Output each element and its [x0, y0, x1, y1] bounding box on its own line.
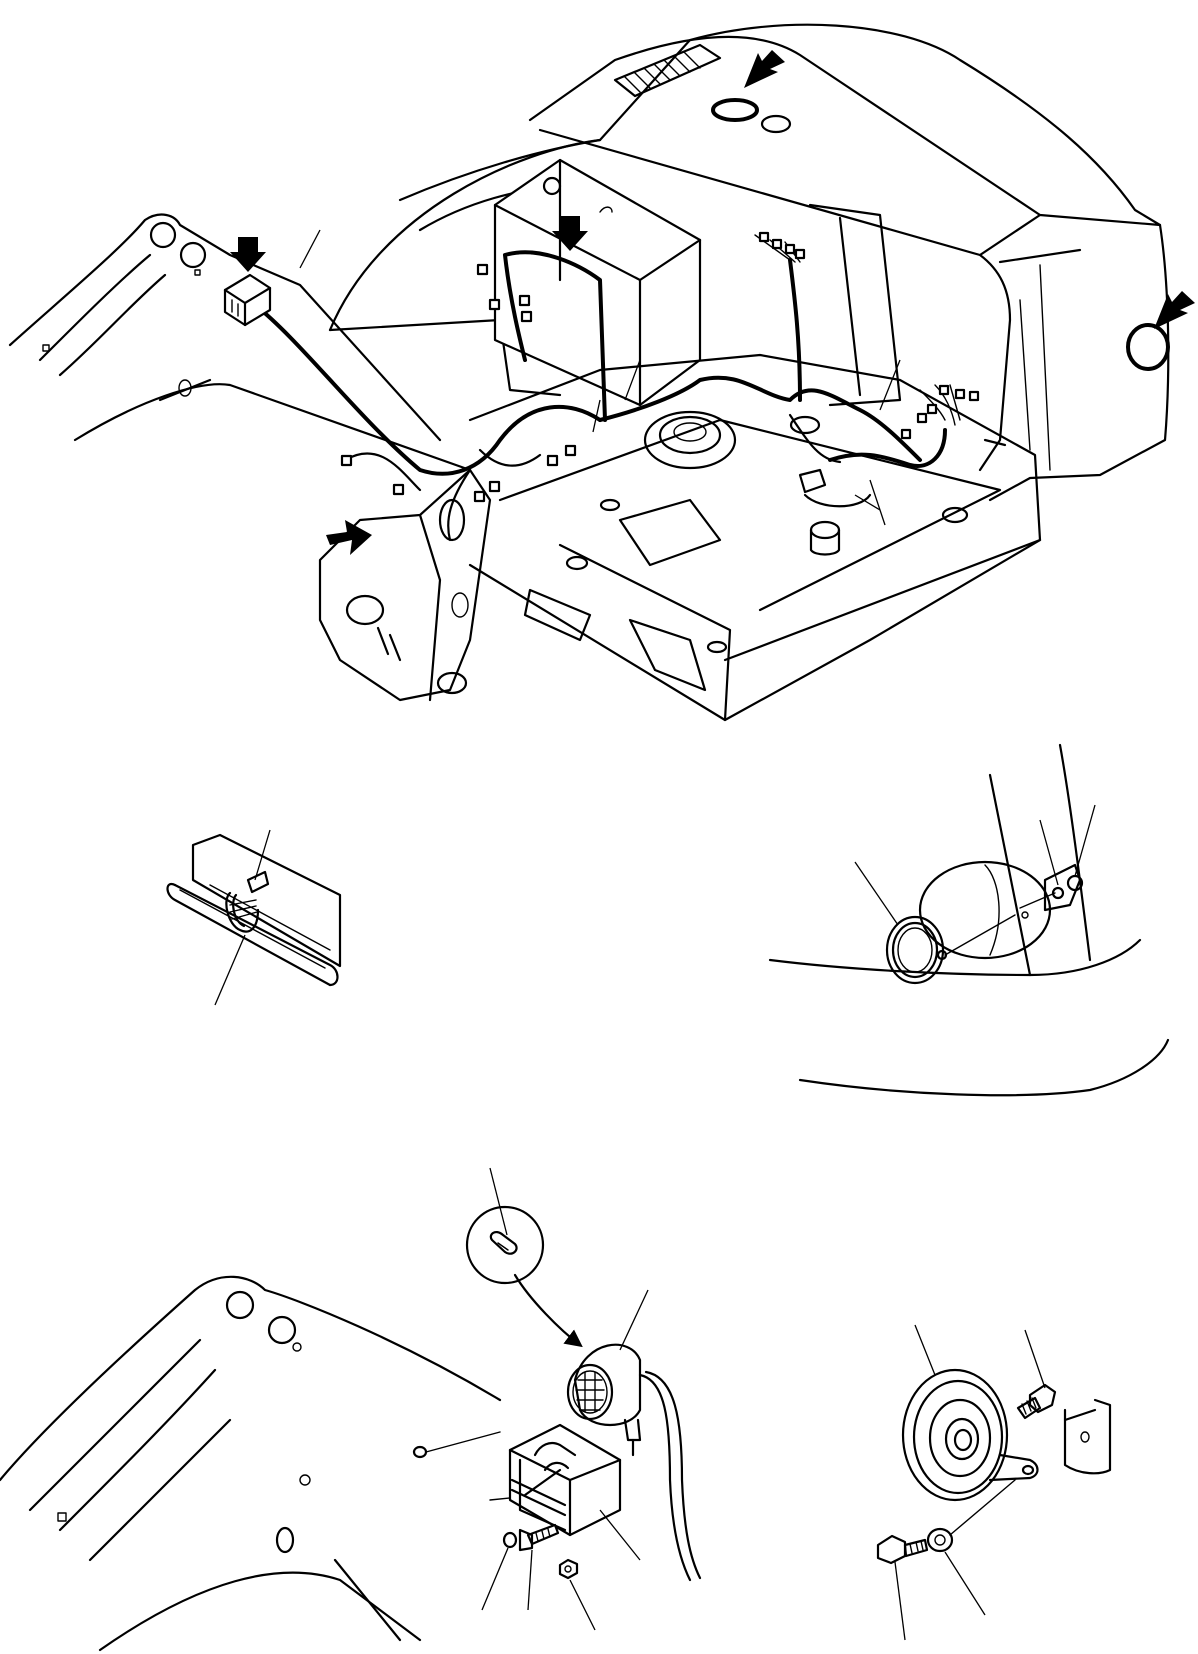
hood-vent: [613, 43, 722, 98]
lamp-detail-view: [0, 1167, 702, 1652]
battery-box: [493, 158, 702, 407]
horn-detail-view: [876, 1324, 1112, 1641]
boom: [8, 213, 472, 472]
engine-hood: [328, 23, 1170, 502]
arrow-icon: [326, 520, 372, 555]
pointer-arrows: [230, 50, 1195, 555]
grommet: [885, 914, 1016, 985]
washer: [502, 1531, 518, 1549]
bulb-icon: [489, 1231, 518, 1255]
harness-connectors: [340, 231, 980, 503]
grommet-detail-view: [768, 743, 1170, 1097]
arrow-icon: [1154, 291, 1195, 329]
arrow-icon: [230, 237, 266, 272]
side-grommet-ring: [1126, 323, 1170, 371]
band-clamp: [225, 870, 270, 933]
relay-assembly: [481, 1423, 641, 1631]
clamp-detail-view: [166, 829, 342, 1006]
boom-lower: [0, 1275, 539, 1652]
boom-bracket: [318, 468, 492, 702]
horn-bolt-bottom: [876, 1479, 1016, 1641]
revolving-frame: [468, 353, 1042, 722]
nut: [558, 1558, 579, 1580]
wiring-harness: [223, 231, 980, 503]
boom-relay: [223, 273, 272, 327]
main-leader-lines: [299, 229, 901, 526]
hood-cap-ring: [711, 98, 759, 122]
arrow-icon: [552, 216, 588, 251]
arrow-icon: [744, 50, 785, 88]
washer: [926, 1527, 954, 1553]
work-lamp: [566, 1289, 702, 1582]
horn: [901, 1368, 1039, 1502]
hood-cap: [760, 114, 792, 134]
main-assembly-view: [8, 23, 1195, 722]
horn-bolt-top: [1016, 1329, 1057, 1420]
bulb-inset: [465, 1167, 583, 1348]
